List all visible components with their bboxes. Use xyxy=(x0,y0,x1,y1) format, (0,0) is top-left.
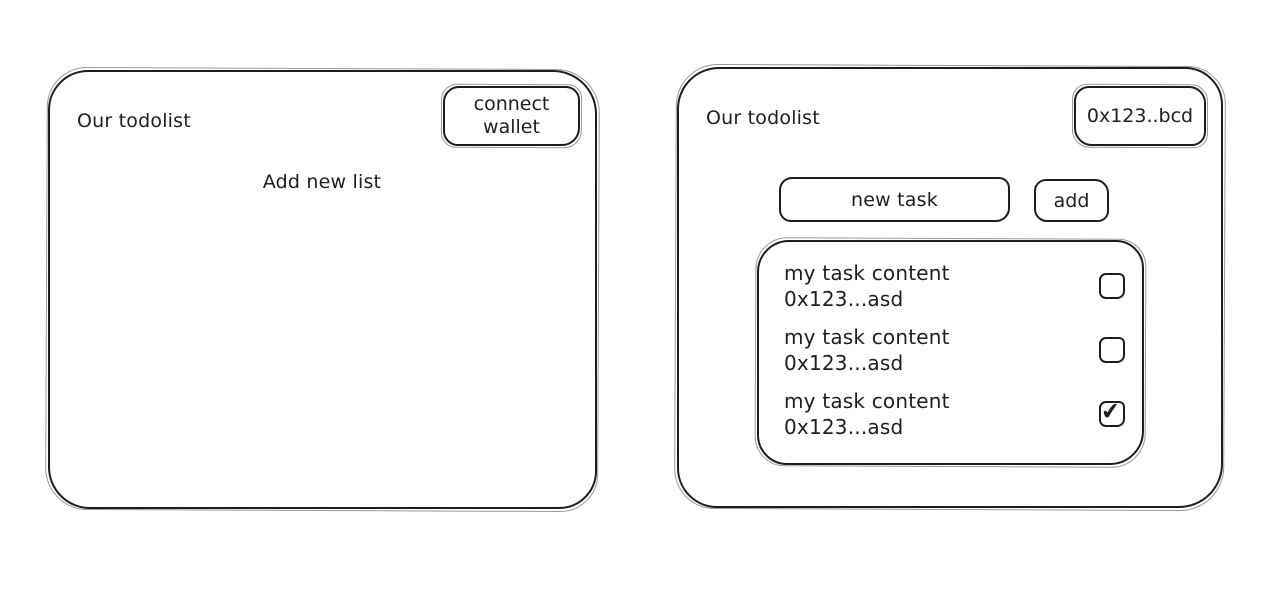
task-text: my task content 0x123...asd xyxy=(784,260,950,312)
task-checkbox-checked[interactable]: ✔ xyxy=(1099,397,1125,427)
connect-wallet-button[interactable]: connect wallet xyxy=(443,86,580,146)
task-address: 0x123...asd xyxy=(784,287,904,311)
task-row: my task content 0x123...asd ✔ xyxy=(784,388,1125,440)
task-text: my task content 0x123...asd xyxy=(784,324,950,376)
add-new-list-button[interactable]: Add new list xyxy=(262,171,382,193)
new-task-input[interactable] xyxy=(779,177,1010,222)
task-content: my task content xyxy=(784,261,950,285)
task-address: 0x123...asd xyxy=(784,351,904,375)
task-list: my task content 0x123...asd my task cont… xyxy=(757,240,1144,465)
todolist-frame-disconnected: Our todolist connect wallet Add new list xyxy=(48,70,597,509)
task-checkbox[interactable] xyxy=(1099,273,1125,299)
app-title: Our todolist xyxy=(706,107,820,129)
add-task-button[interactable]: add xyxy=(1034,179,1109,222)
app-title: Our todolist xyxy=(77,110,191,132)
checkmark-icon: ✔ xyxy=(1099,397,1122,426)
task-content: my task content xyxy=(784,325,950,349)
task-row: my task content 0x123...asd xyxy=(784,324,1125,376)
task-checkbox[interactable] xyxy=(1099,337,1125,363)
task-address: 0x123...asd xyxy=(784,415,904,439)
task-content: my task content xyxy=(784,389,950,413)
task-row: my task content 0x123...asd xyxy=(784,260,1125,312)
wallet-address-button[interactable]: 0x123..bcd xyxy=(1074,86,1206,146)
todolist-frame-connected: Our todolist 0x123..bcd add my task cont… xyxy=(677,67,1223,508)
task-text: my task content 0x123...asd xyxy=(784,388,950,440)
